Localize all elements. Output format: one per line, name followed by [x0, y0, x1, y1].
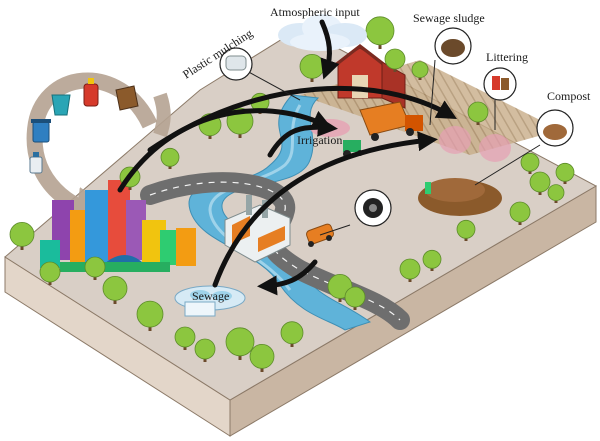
- callout-littering: [483, 67, 517, 130]
- truck-icon: [359, 101, 423, 141]
- arrow-city-to-field: [117, 108, 333, 193]
- arrow-field-sludge: [212, 131, 438, 288]
- tree-icon: [39, 261, 61, 283]
- callout-sewage-sludge: [429, 27, 472, 126]
- tree-icon: [102, 275, 128, 301]
- cloud-icon: [278, 14, 367, 51]
- bag-icon: [115, 85, 139, 111]
- label-compost: Compost: [547, 89, 591, 103]
- tree-icon: [160, 147, 180, 167]
- tree-icon: [520, 152, 540, 172]
- tree-icon: [9, 221, 35, 247]
- tree-icon: [399, 258, 421, 280]
- callout-tire: [319, 189, 392, 236]
- tree-icon: [509, 201, 531, 223]
- tree-icon: [249, 343, 275, 369]
- tree-icon: [411, 61, 429, 78]
- arrow-irrigation: [267, 116, 338, 158]
- tree-icon: [225, 327, 255, 357]
- tree-icon: [280, 321, 304, 345]
- sewage-plant-icon: [174, 285, 246, 317]
- label-sewage-sludge: Sewage sludge: [413, 11, 485, 25]
- tree-icon: [422, 249, 442, 269]
- tree-icon: [174, 326, 196, 348]
- tree-icon: [547, 184, 565, 202]
- tree-icon: [136, 300, 164, 328]
- spray-icon: [29, 152, 43, 174]
- city: [40, 180, 196, 272]
- car-icon: [306, 223, 334, 247]
- trees: [9, 16, 575, 372]
- recycle-bin-icon: [31, 119, 51, 143]
- arrow-atmospheric-input: [319, 19, 340, 80]
- label-atmospheric-input: Atmospheric input: [270, 5, 360, 19]
- tree-icon: [456, 219, 476, 239]
- tree-icon: [529, 171, 551, 193]
- compost-pile: [418, 178, 502, 216]
- tree-icon: [84, 256, 106, 278]
- tree-icon: [299, 54, 325, 79]
- label-irrigation: Irrigation: [297, 133, 342, 147]
- tree-icon: [344, 286, 366, 308]
- label-sewage: Sewage: [192, 289, 229, 303]
- tree-icon: [555, 162, 575, 182]
- bottle-icon: [83, 78, 99, 107]
- tree-icon: [194, 338, 216, 360]
- arrow-main-to-compost: [147, 85, 457, 153]
- callout-plastic-mulching: [219, 47, 301, 101]
- callout-compost: [474, 109, 574, 186]
- label-littering: Littering: [486, 50, 528, 64]
- tree-icon: [467, 101, 489, 123]
- tree-icon: [365, 16, 395, 46]
- tree-icon: [384, 48, 406, 70]
- recycle-arrow-2: [153, 92, 171, 138]
- bucket-icon: [51, 94, 71, 116]
- flow-arrows: [117, 19, 457, 296]
- arrow-tire-to-sewage: [257, 259, 318, 296]
